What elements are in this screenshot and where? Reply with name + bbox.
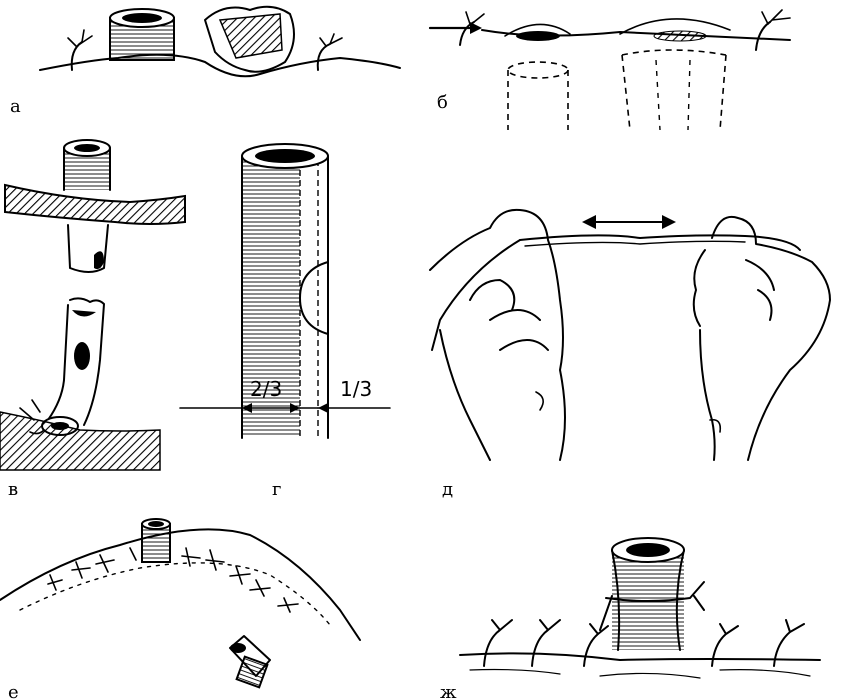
dashed-tube — [507, 61, 569, 130]
interrupted-sutures — [47, 547, 299, 613]
tube-lower — [41, 297, 105, 436]
tube-sutured — [599, 537, 705, 651]
stay-suture-left — [67, 29, 93, 71]
label-d: д — [442, 479, 453, 500]
tube-separate — [229, 635, 271, 689]
double-arrow — [582, 215, 676, 229]
panel-d: д — [429, 208, 831, 500]
dashed-duct — [621, 49, 727, 131]
label-v: в — [8, 479, 18, 500]
label-a: а — [10, 96, 21, 117]
panel-zh: ж — [440, 537, 821, 699]
left-hand — [429, 208, 566, 461]
tube-segment — [109, 8, 175, 61]
dimension-lines — [179, 403, 391, 413]
excised-tissue — [204, 5, 295, 73]
skin-sutures — [483, 619, 805, 667]
right-hand — [692, 216, 831, 461]
label-g: г — [272, 479, 281, 500]
label-e: е — [8, 682, 19, 699]
label-zh: ж — [440, 682, 457, 699]
panel-b: б — [428, 9, 791, 131]
fraction-two-thirds: 2/3 — [250, 377, 282, 401]
panel-e: е — [0, 518, 361, 699]
thread — [431, 234, 801, 351]
panel-v: в — [0, 139, 186, 500]
tube-upper — [63, 139, 111, 273]
tube-in-tissue — [141, 518, 171, 563]
tube-diagram — [241, 143, 329, 439]
stay-suture-right — [316, 33, 343, 71]
label-b: б — [437, 92, 448, 113]
fraction-one-third: 1/3 — [340, 377, 372, 401]
panel-g: 2/3 1/3 г — [179, 143, 391, 500]
panel-a: а — [10, 5, 401, 117]
